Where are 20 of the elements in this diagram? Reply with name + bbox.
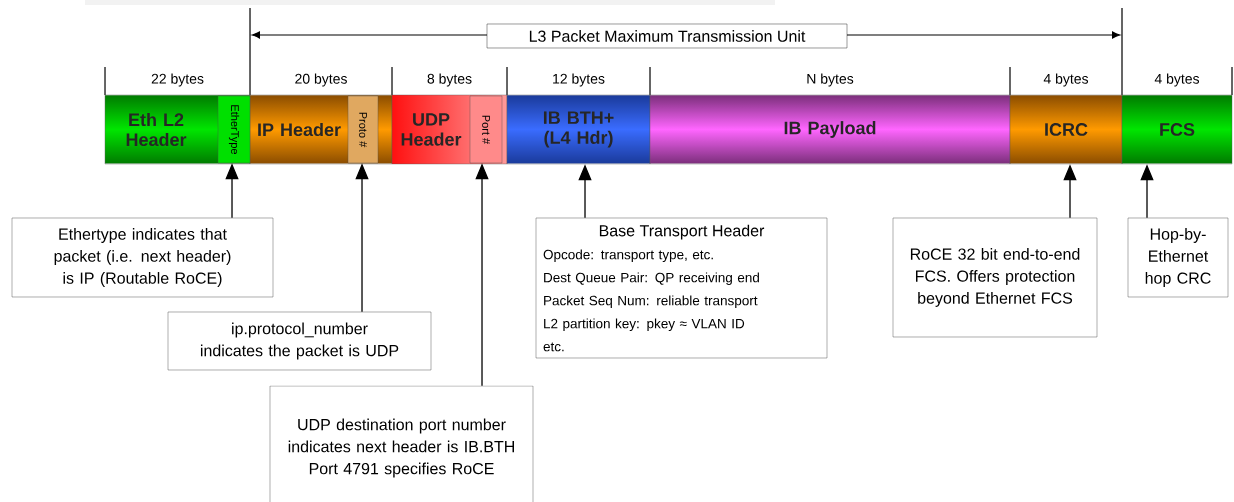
sub-field: Port #: [469, 95, 503, 164]
callout-box: Hop-by- Ethernet hop CRC: [1127, 217, 1229, 298]
packet-field: FCS: [1121, 94, 1233, 165]
byte-count: 12 bytes: [553, 73, 605, 87]
packet-field: IB BTH+ (L4 Hdr): [506, 94, 651, 165]
callout-box: UDP destination port number indicates next header is IB.BTH Port 4791 specifies RoCE: [269, 385, 534, 502]
callout-box: RoCE 32 bit end-to-end FCS. Offers protection beyond Ethernet FCS: [892, 217, 1098, 338]
byte-count: 22 bytes: [151, 73, 204, 87]
byte-count: N bytes: [807, 73, 854, 87]
byte-count: 4 bytes: [1043, 73, 1089, 87]
callout-box: Ethertype indicates that packet (i.e. next header) is IP (Routable RoCE): [11, 217, 274, 298]
sub-field: Proto #: [347, 95, 379, 164]
callout-box: ip.protocol_number indicates the packet is UDP: [167, 311, 432, 371]
dimension-label: L3 Packet Maximum Transmission Unit: [486, 23, 848, 49]
callout-box: Base Transport Header Opcode: transport type, etc. Dest Queue Pair: QP receiving end Packet Seq Num: reliable transport L2 partition key: pkey ≈ VLAN ID etc.: [535, 217, 828, 359]
sub-field: EtherType: [217, 95, 251, 164]
packet-field: ICRC: [1009, 94, 1123, 165]
byte-count: 20 bytes: [295, 73, 347, 87]
byte-count: 4 bytes: [1154, 73, 1200, 87]
byte-count: 8 bytes: [427, 73, 472, 87]
